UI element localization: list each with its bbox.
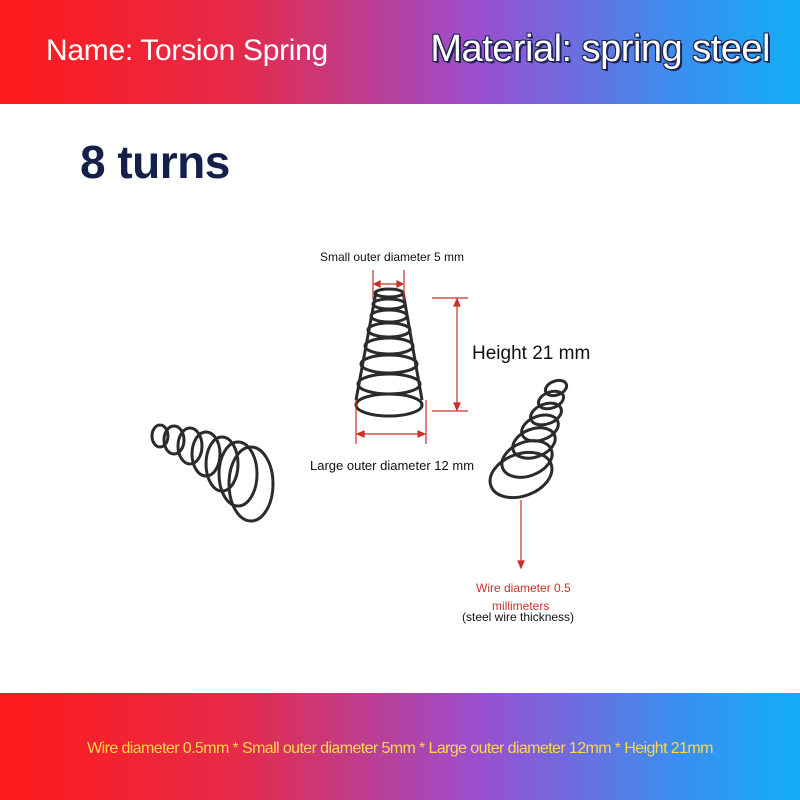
dimension-large-diameter [355, 400, 427, 444]
small-outer-diameter-label: Small outer diameter 5 mm [320, 250, 465, 264]
large-outer-diameter-label: Large outer diameter 12 mm [310, 458, 475, 473]
bottom-banner [0, 693, 800, 800]
dimension-height [432, 297, 468, 412]
height-label: Height 21 mm [472, 343, 591, 364]
wire-diameter-line1: Wire diameter 0.5 [476, 581, 571, 595]
turns-count: 8 turns [80, 136, 230, 188]
wire-thickness-note: (steel wire thickness) [462, 610, 575, 624]
wire-diameter-line2: millimeters [492, 599, 550, 613]
product-name: Name: Torsion Spring [46, 34, 328, 67]
specs-footer: Wire diameter 0.5mm * Small outer diamet… [87, 740, 713, 757]
spring-left [150, 423, 275, 523]
product-material: Material: spring steel [430, 28, 770, 70]
top-banner [0, 0, 800, 104]
wire-diameter-label: Wire diameter 0.5 millimeters [476, 579, 586, 615]
wire-diameter-pointer [517, 500, 525, 570]
spring-center [354, 287, 424, 418]
dimension-small-diameter [372, 270, 405, 300]
spring-right [488, 378, 569, 500]
